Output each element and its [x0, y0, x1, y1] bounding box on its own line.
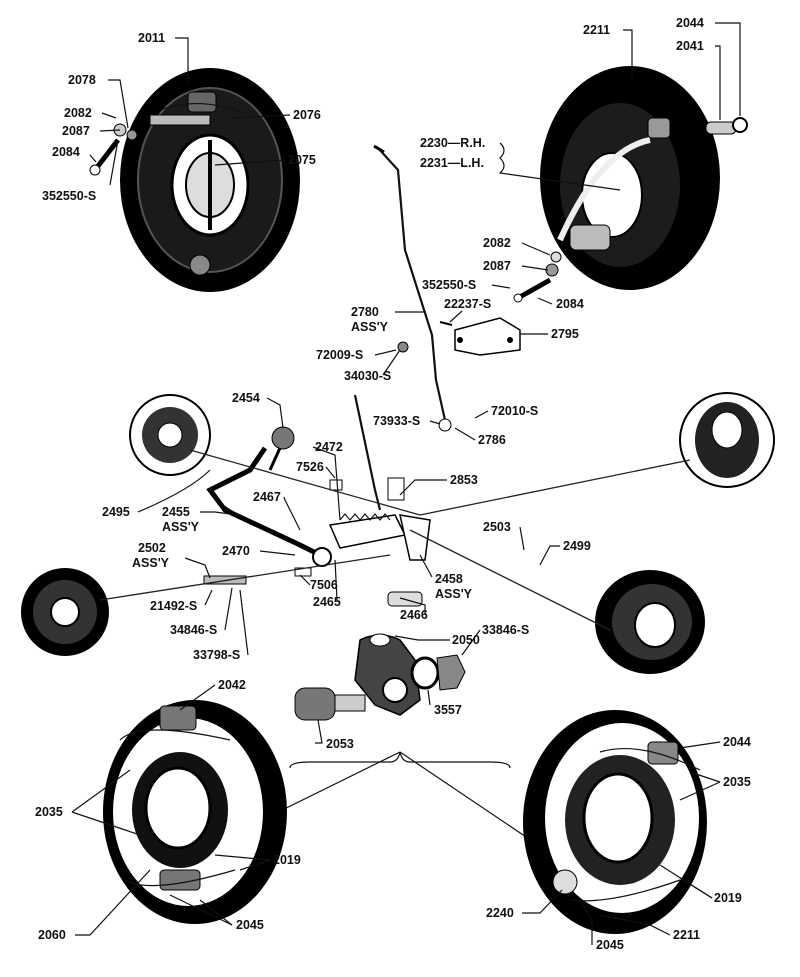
label-34030-s: 34030-S [344, 369, 391, 383]
label-34846-s: 34846-S [170, 623, 217, 637]
label-2041: 2041 [676, 39, 704, 53]
backing-plate-top-left [120, 68, 300, 292]
label-2045: 2045 [596, 938, 624, 952]
label-2470: 2470 [222, 544, 250, 558]
backing-plate-top-right [540, 66, 720, 290]
label-2019: 2019 [714, 891, 742, 905]
label-2078: 2078 [68, 73, 96, 87]
label-2853: 2853 [450, 473, 478, 487]
leader-lines [71, 22, 741, 945]
label-2466: 2466 [400, 608, 428, 622]
label-2465: 2465 [313, 595, 341, 609]
label-73933-s: 73933-S [373, 414, 420, 428]
label-2502: 2502 [138, 541, 166, 555]
small-plate-lower-left [21, 568, 109, 656]
label-352550-s: 352550-S [42, 189, 96, 203]
label-22237-s: 22237-S [444, 297, 491, 311]
label-2011: 2011 [138, 31, 165, 45]
label-21492-s: 21492-S [150, 599, 197, 613]
label-2786: 2786 [478, 433, 506, 447]
label-33798-s: 33798-S [193, 648, 240, 662]
label-2795: 2795 [551, 327, 579, 341]
label-2084: 2084 [556, 297, 584, 311]
small-plate-mid-right [679, 392, 775, 488]
label-7506: 7506 [310, 578, 338, 592]
label-2019: 2019 [273, 853, 301, 867]
label-2458: 2458 [435, 572, 463, 586]
label-2084: 2084 [52, 145, 80, 159]
label-2211: 2211 [583, 23, 610, 37]
label-72009-s: 72009-S [316, 348, 363, 362]
label-2472: 2472 [315, 440, 343, 454]
label-2211: 2211 [673, 928, 700, 942]
label-2045: 2045 [236, 918, 264, 932]
label-2240: 2240 [486, 906, 514, 920]
label-2231-lh: 2231—L.H. [420, 156, 484, 170]
wheel-cylinder-bleeder-top-right [705, 117, 748, 135]
label-2082: 2082 [64, 106, 92, 120]
label-2053: 2053 [326, 737, 354, 751]
label-2455: 2455 [162, 505, 190, 519]
label-33846-s: 33846-S [482, 623, 529, 637]
label-2502-assy: ASS'Y [132, 556, 170, 570]
backing-plate-bottom-right [523, 710, 707, 934]
label-2455-assy: ASS'Y [162, 520, 200, 534]
label-2454: 2454 [232, 391, 260, 405]
label-2780-assy: ASS'Y [351, 320, 389, 334]
label-2087: 2087 [483, 259, 511, 273]
small-plate-lower-right [595, 570, 705, 674]
label-2082: 2082 [483, 236, 511, 250]
label-2044: 2044 [723, 735, 751, 749]
small-plate-mid-left [129, 394, 211, 476]
label-2075: 2075 [288, 153, 316, 167]
label-2044: 2044 [676, 16, 704, 30]
label-2503: 2503 [483, 520, 511, 534]
label-2060: 2060 [38, 928, 66, 942]
part-number-labels: 2011 2078 2082 2087 2084 352550-S 2076 2… [35, 16, 751, 952]
label-2050: 2050 [452, 633, 480, 647]
label-2076: 2076 [293, 108, 321, 122]
label-2035: 2035 [35, 805, 63, 819]
label-7526: 7526 [296, 460, 324, 474]
label-2458-assy: ASS'Y [435, 587, 473, 601]
label-2499: 2499 [563, 539, 591, 553]
label-3557: 3557 [434, 703, 462, 717]
center-bracket-parts [294, 633, 466, 721]
label-352550-s: 352550-S [422, 278, 476, 292]
brake-cables [99, 449, 691, 631]
backing-plate-bottom-left [103, 700, 287, 924]
pull-rod-assembly [373, 144, 453, 432]
label-2035: 2035 [723, 775, 751, 789]
label-2467: 2467 [253, 490, 281, 504]
label-2042: 2042 [218, 678, 246, 692]
label-2230-rh: 2230—R.H. [420, 136, 485, 150]
adjuster-parts-top-right [454, 251, 562, 356]
label-2780: 2780 [351, 305, 379, 319]
grouping-brace [289, 751, 511, 769]
label-72010-s: 72010-S [491, 404, 538, 418]
label-2087: 2087 [62, 124, 90, 138]
label-2495: 2495 [102, 505, 130, 519]
